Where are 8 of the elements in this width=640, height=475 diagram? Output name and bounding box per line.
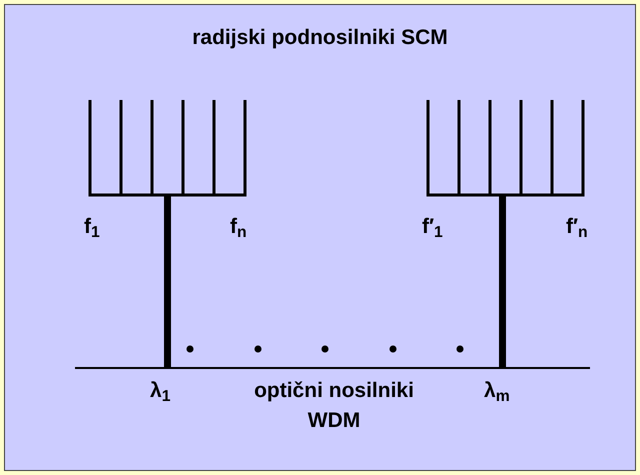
label: λ$_{1}$ [150, 378, 170, 406]
title: radijski podnosilniki SCM [191, 25, 449, 51]
label: f$_{1}$ [84, 214, 100, 242]
label: optični nosilniki WDM [253, 378, 415, 434]
label: f$_{n}$ [230, 214, 247, 242]
label: λ$_{m}$ [484, 378, 510, 406]
label: f′$_{1}$ [422, 214, 443, 242]
label: f′$_{n}$ [566, 214, 588, 242]
